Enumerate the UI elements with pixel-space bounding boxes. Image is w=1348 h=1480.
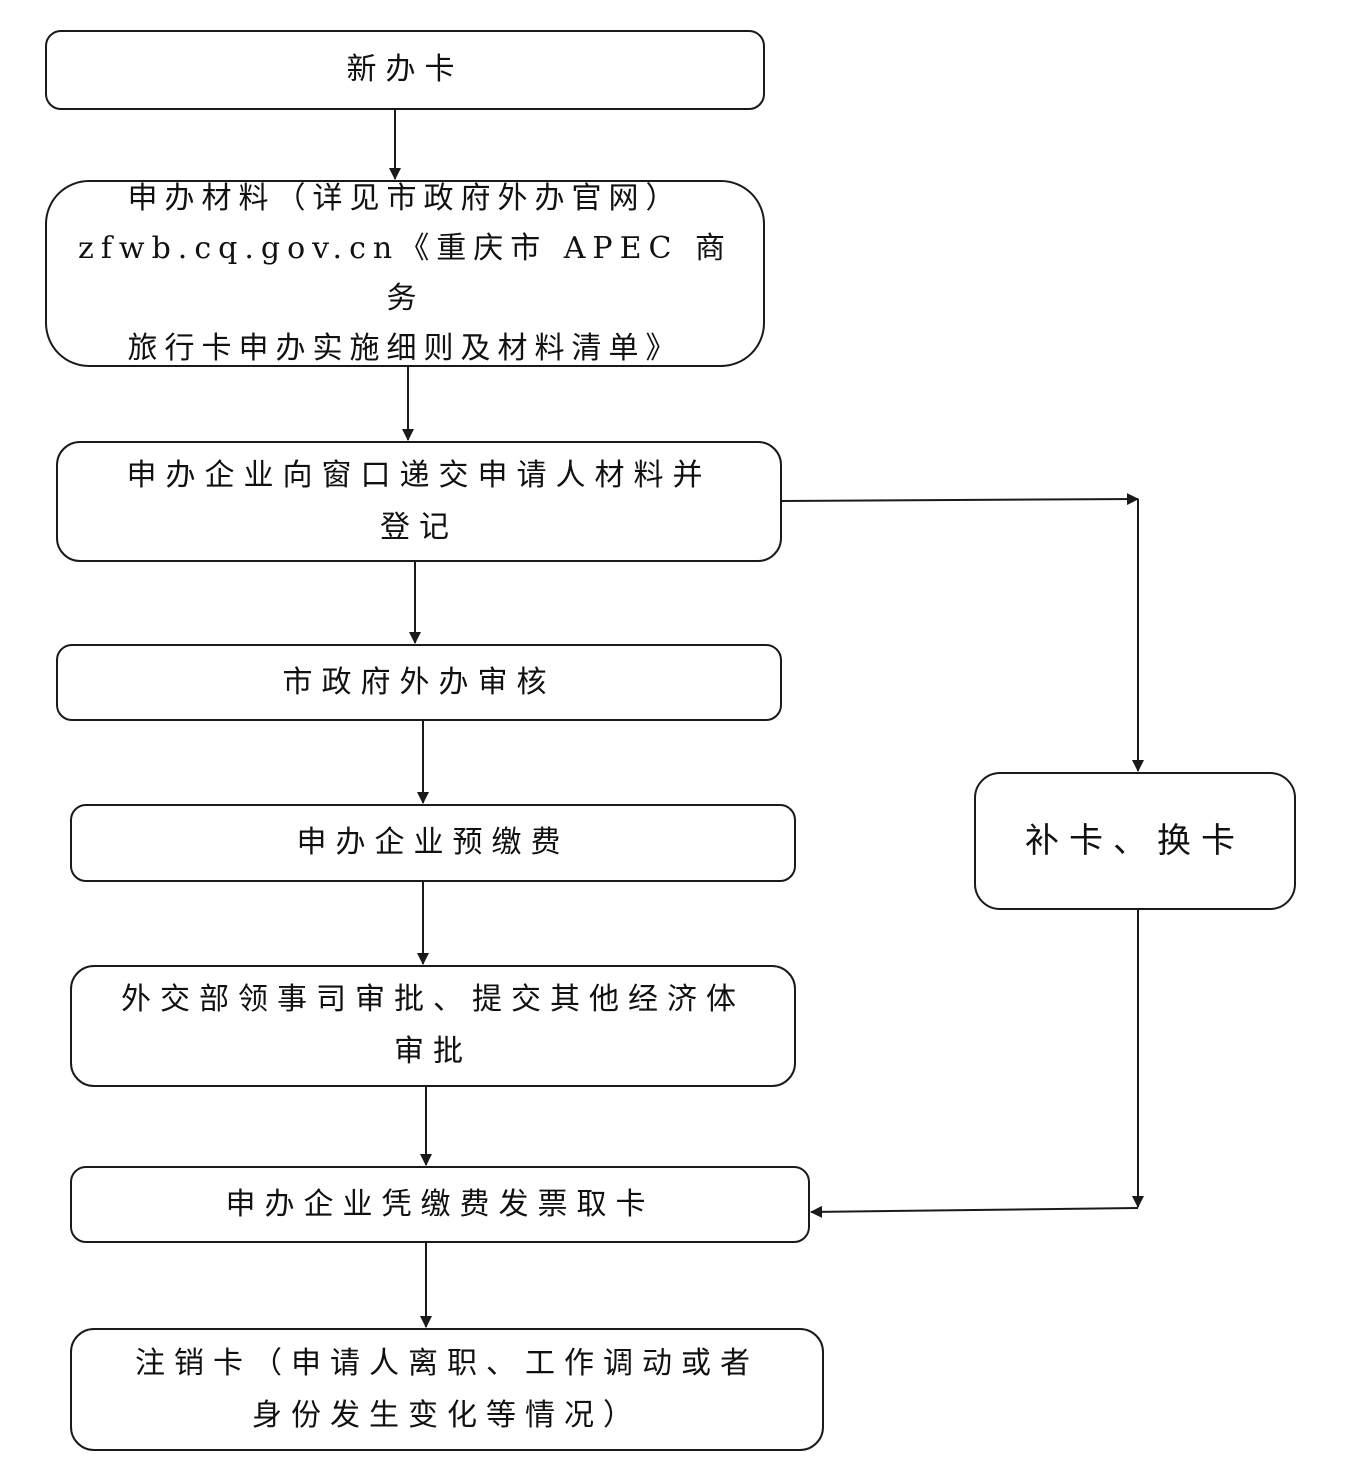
node-new-card: 新办卡 <box>45 30 765 110</box>
arrow-branch-to-collect <box>810 1205 1139 1218</box>
node-foreign-affairs-review-label: 市政府外办审核 <box>282 664 556 700</box>
node-collect-card-label: 申办企业凭缴费发票取卡 <box>225 1186 655 1222</box>
node-consular-approval: 外交部领事司审批、提交其他经济体 审批 <box>70 965 796 1087</box>
node-submit-and-register-label: 申办企业向窗口递交申请人材料并 登记 <box>126 457 712 545</box>
node-replace-card-label: 补卡、换卡 <box>1025 821 1245 861</box>
node-new-card-label: 新办卡 <box>346 52 464 87</box>
node-application-materials-label: 申办材料（详见市政府外办官网） zfwb.cq.gov.cn《重庆市 APEC … <box>78 180 732 366</box>
node-cancel-card-label: 注销卡（申请人离职、工作调动或者 身份发生变化等情况） <box>135 1345 759 1433</box>
node-application-materials: 申办材料（详见市政府外办官网） zfwb.cq.gov.cn《重庆市 APEC … <box>45 180 765 367</box>
arrow-submit-to-branch <box>781 493 1139 506</box>
node-submit-and-register: 申办企业向窗口递交申请人材料并 登记 <box>56 441 782 562</box>
node-foreign-affairs-review: 市政府外办审核 <box>56 644 782 721</box>
node-prepayment: 申办企业预缴费 <box>70 804 796 882</box>
node-consular-approval-label: 外交部领事司审批、提交其他经济体 审批 <box>121 982 745 1069</box>
node-prepayment-label: 申办企业预缴费 <box>296 825 570 860</box>
node-replace-card: 补卡、换卡 <box>974 772 1296 910</box>
node-cancel-card: 注销卡（申请人离职、工作调动或者 身份发生变化等情况） <box>70 1328 824 1451</box>
node-collect-card: 申办企业凭缴费发票取卡 <box>70 1166 810 1243</box>
